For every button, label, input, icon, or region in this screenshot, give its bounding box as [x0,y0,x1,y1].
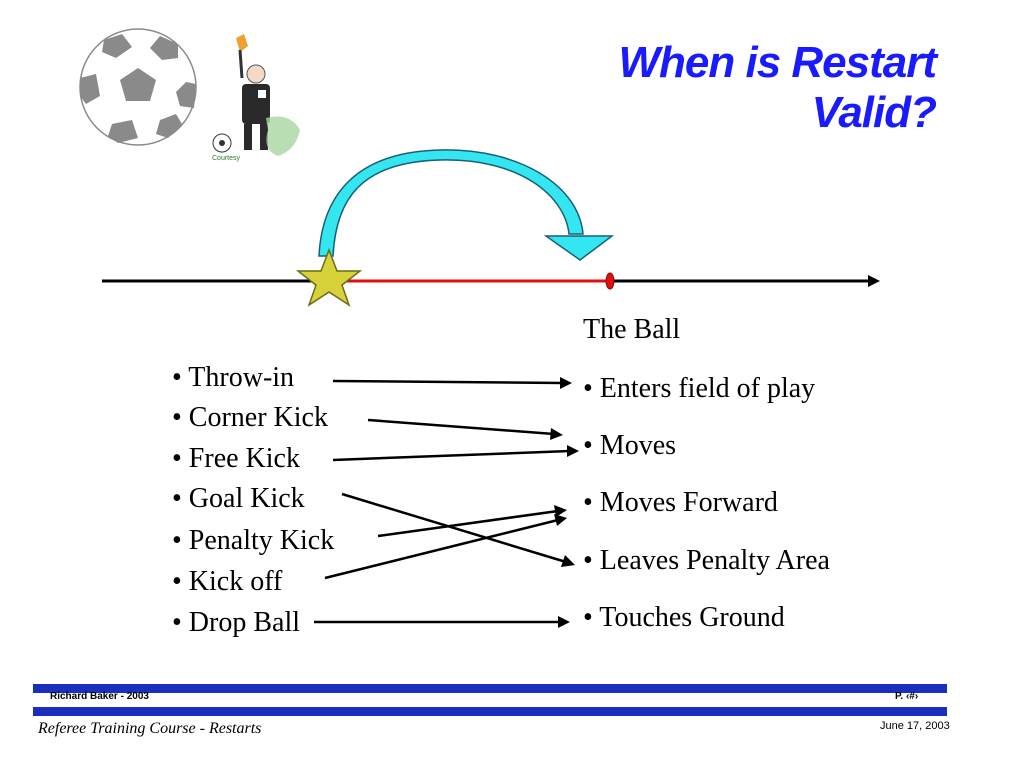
slide-title: When is Restart Valid? [516,38,937,138]
restart-item: • Free Kick [172,443,300,474]
condition-item: • Enters field of play [583,373,816,404]
restart-item: • Corner Kick [172,402,328,433]
condition-item: • Moves [583,430,677,461]
condition-item: • Leaves Penalty Area [583,545,830,576]
soccer-ball-icon [79,28,197,146]
condition-item: • Moves Forward [583,487,778,518]
footer-author: Richard Baker - 2003 [50,691,149,702]
restart-item: • Drop Ball [172,607,301,638]
connector-arrows [314,377,579,628]
star-icon [295,247,363,307]
ball-label: The Ball [583,314,681,345]
footer-course-title: Referee Training Course - Restarts [38,720,262,737]
restart-item: • Kick off [172,566,283,597]
restart-item: • Penalty Kick [172,525,335,556]
footer-page-number: P. ‹#› [895,691,919,702]
footer-date: June 17, 2003 [880,720,950,732]
field-line-arrowhead [868,275,880,287]
condition-item: • Touches Ground [583,602,785,633]
restart-item: • Goal Kick [172,483,305,514]
footer-band [33,684,947,716]
restart-item: • Throw-in [172,362,295,393]
slide-title-line1: When is Restart [618,38,937,87]
slide-title-line2: Valid? [811,88,937,137]
ball-position-marker [605,272,615,290]
svg-text:Courtesy: Courtesy [212,155,241,162]
referee-clipart-icon: Courtesy [212,34,300,162]
curved-arrow-icon [318,149,615,261]
